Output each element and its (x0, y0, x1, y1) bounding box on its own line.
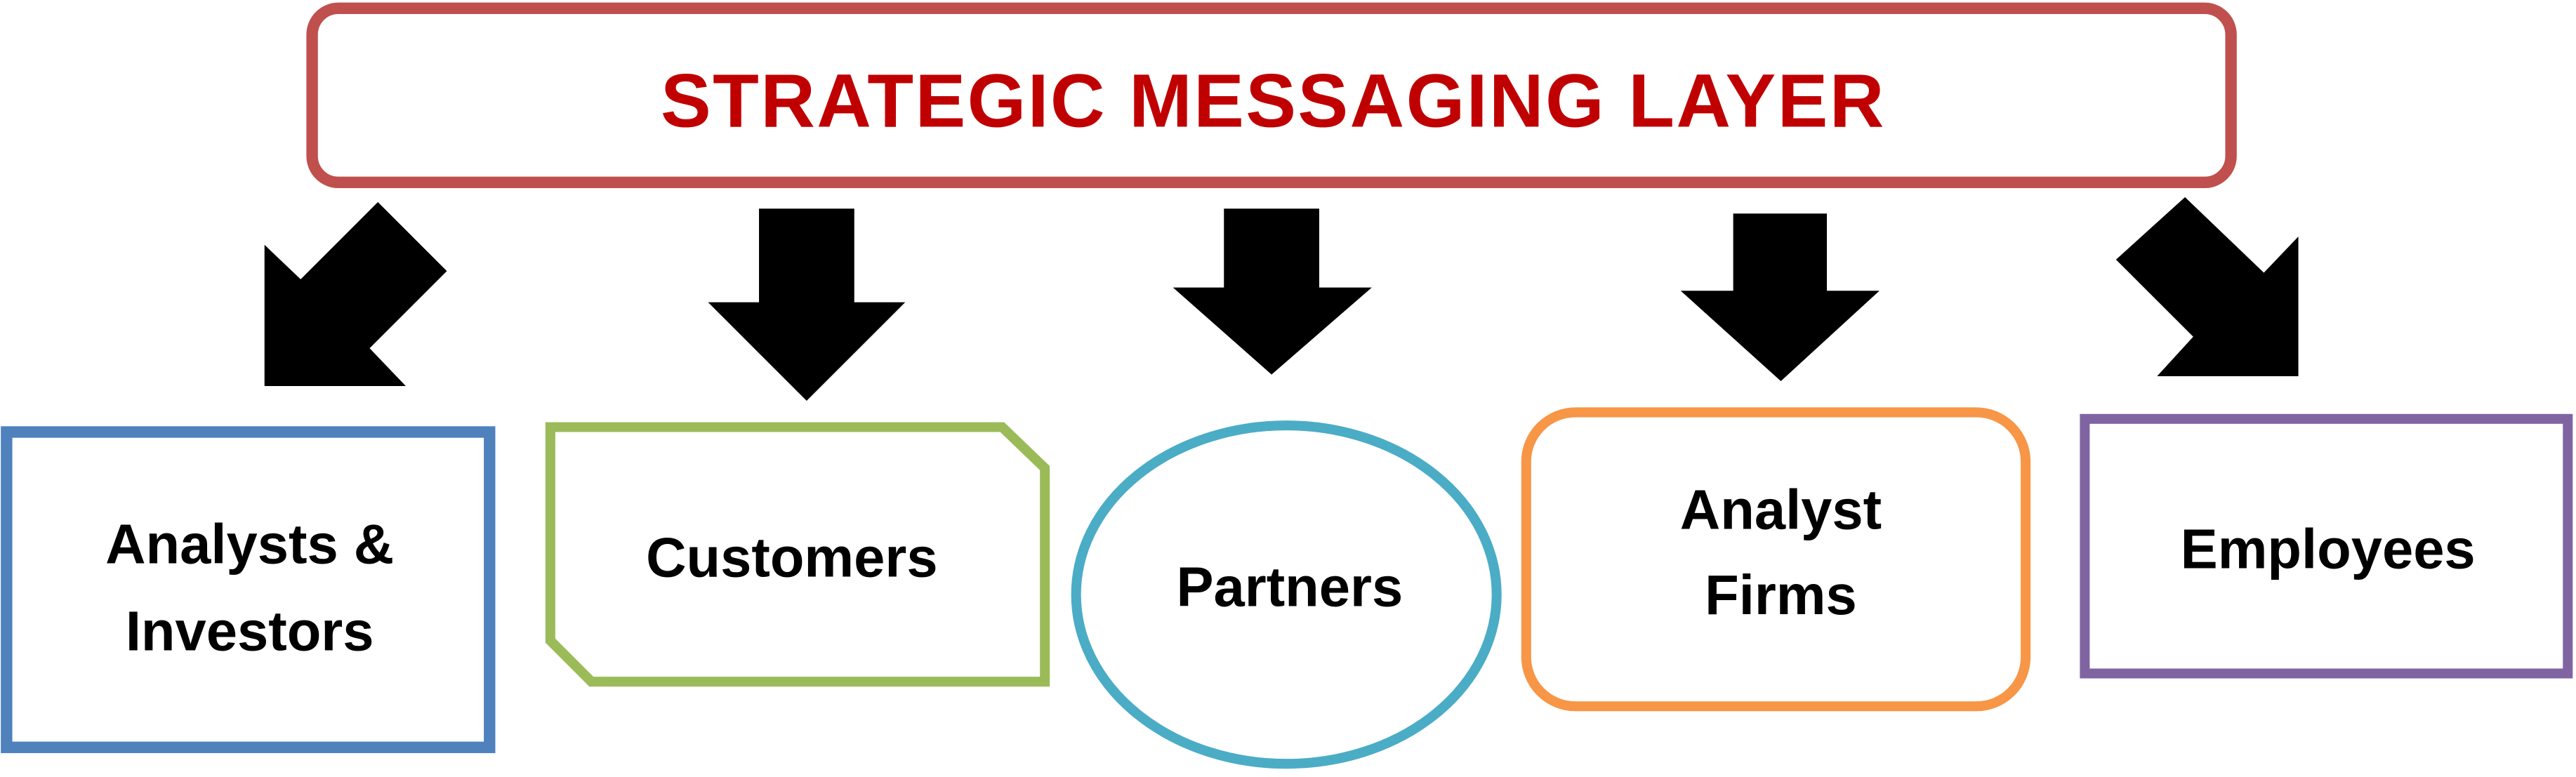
label-line: Analysts & (105, 513, 394, 576)
audience-analysts-investors: Analysts & Investors (1, 426, 496, 753)
arrow-to-partners (1173, 208, 1372, 375)
audience-employees: Employees (2080, 413, 2573, 679)
audience-analyst-firms: Analyst Firms (1521, 407, 2031, 712)
label-line: Firms (1705, 564, 1857, 626)
strategic-layer-title: STRATEGIC MESSAGING LAYER (661, 58, 1886, 142)
label-line: Analyst (1680, 479, 1882, 541)
arrow-to-customers (708, 208, 906, 401)
label-line: Investors (126, 600, 374, 663)
strategic-layer-box (306, 2, 2237, 189)
arrow-to-employees (2115, 197, 2299, 376)
label-line: Partners (1176, 556, 1403, 618)
audience-customers: Customers (545, 422, 1050, 687)
label-line: Customers (646, 526, 938, 588)
label-line: Employees (2181, 518, 2476, 580)
arrow-to-analyst-firms (1680, 213, 1880, 381)
arrow-to-analysts-investors (264, 201, 447, 386)
audience-partners: Partners (1071, 420, 1502, 769)
